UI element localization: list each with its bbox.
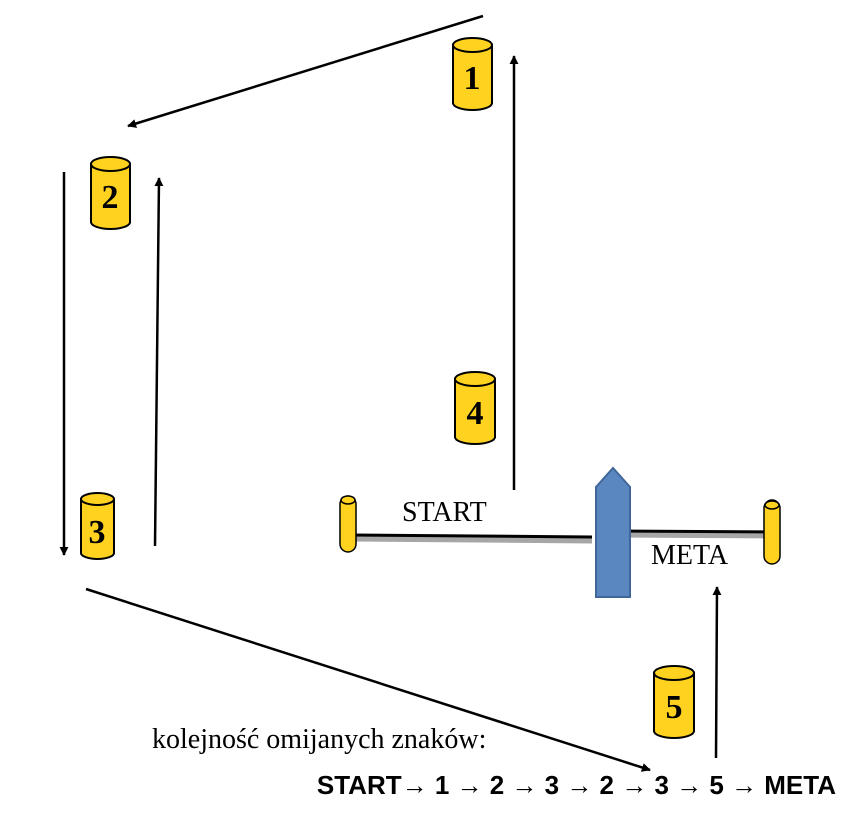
start-label: START bbox=[402, 497, 487, 528]
meta-line bbox=[621, 529, 775, 534]
meta-line-shadow bbox=[621, 530, 775, 539]
cone-5: 5 bbox=[653, 665, 695, 739]
arrow-1-to-2 bbox=[127, 14, 484, 128]
cone-2: 2 bbox=[90, 156, 131, 230]
arrow-to-5 bbox=[85, 587, 651, 772]
cone-1: 1 bbox=[452, 37, 493, 111]
cone-3: 3 bbox=[80, 492, 115, 560]
order-sequence: START→ 1 → 2 → 3 → 2 → 3 → 5 → META bbox=[316, 770, 836, 800]
start-line-shadow bbox=[351, 534, 593, 544]
cone-3-number: 3 bbox=[89, 514, 106, 551]
meta-post bbox=[763, 499, 781, 565]
order-caption: kolejność omijanych znaków: bbox=[152, 724, 487, 755]
start-line bbox=[351, 533, 593, 539]
gate-post bbox=[595, 466, 631, 598]
start-post bbox=[339, 495, 357, 553]
cone-4-number: 4 bbox=[467, 395, 484, 432]
cone-4: 4 bbox=[454, 371, 496, 445]
cone-1-number: 1 bbox=[464, 60, 481, 97]
cone-5-number: 5 bbox=[666, 689, 683, 726]
cone-2-number: 2 bbox=[102, 179, 119, 216]
arrow-5-to-meta bbox=[712, 586, 722, 759]
meta-label: META bbox=[651, 540, 729, 571]
arrow-up-right bbox=[153, 177, 164, 547]
